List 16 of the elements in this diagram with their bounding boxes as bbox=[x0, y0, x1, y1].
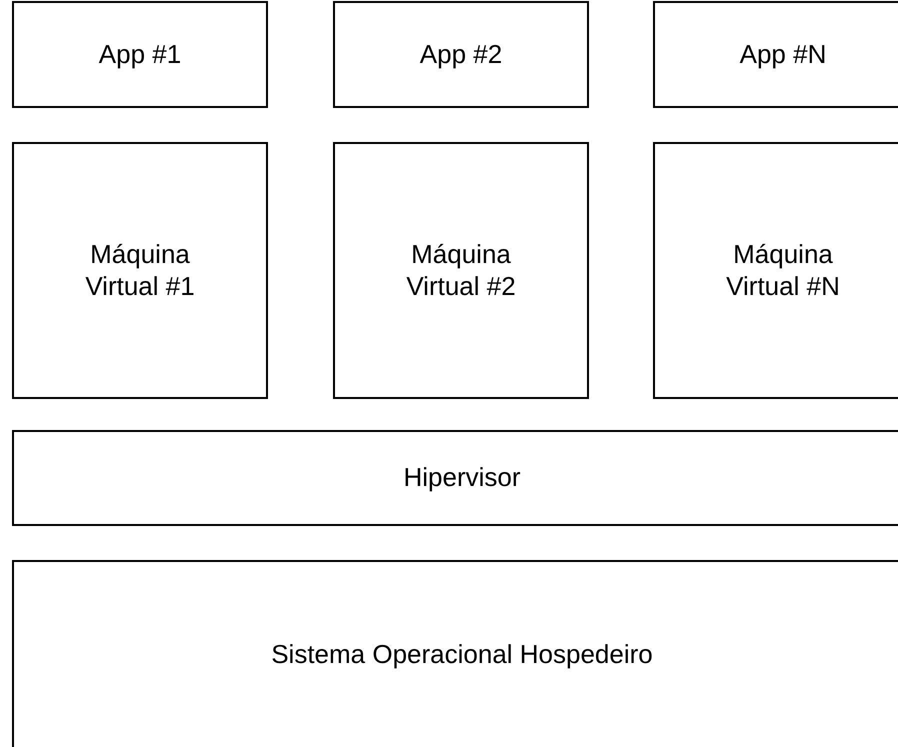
layer-box bbox=[653, 142, 898, 399]
box-label: Máquina Virtual #1 bbox=[84, 239, 196, 302]
box-label: App #1 bbox=[98, 38, 182, 70]
box-label: App #N bbox=[740, 38, 826, 70]
box-label: App #2 bbox=[420, 38, 502, 70]
box-label: Sistema Operacional Hospedeiro bbox=[271, 639, 653, 671]
box-label: Máquina Virtual #2 bbox=[405, 239, 517, 302]
box-label: Máquina Virtual #N bbox=[725, 239, 841, 302]
layer-box bbox=[12, 142, 268, 399]
layer-box bbox=[333, 142, 589, 399]
layer-box bbox=[12, 1, 268, 108]
layer-box bbox=[653, 1, 898, 108]
layer-box bbox=[12, 560, 898, 747]
layer-box bbox=[333, 1, 589, 108]
box-label: Hipervisor bbox=[403, 462, 521, 494]
layer-box bbox=[12, 430, 898, 526]
